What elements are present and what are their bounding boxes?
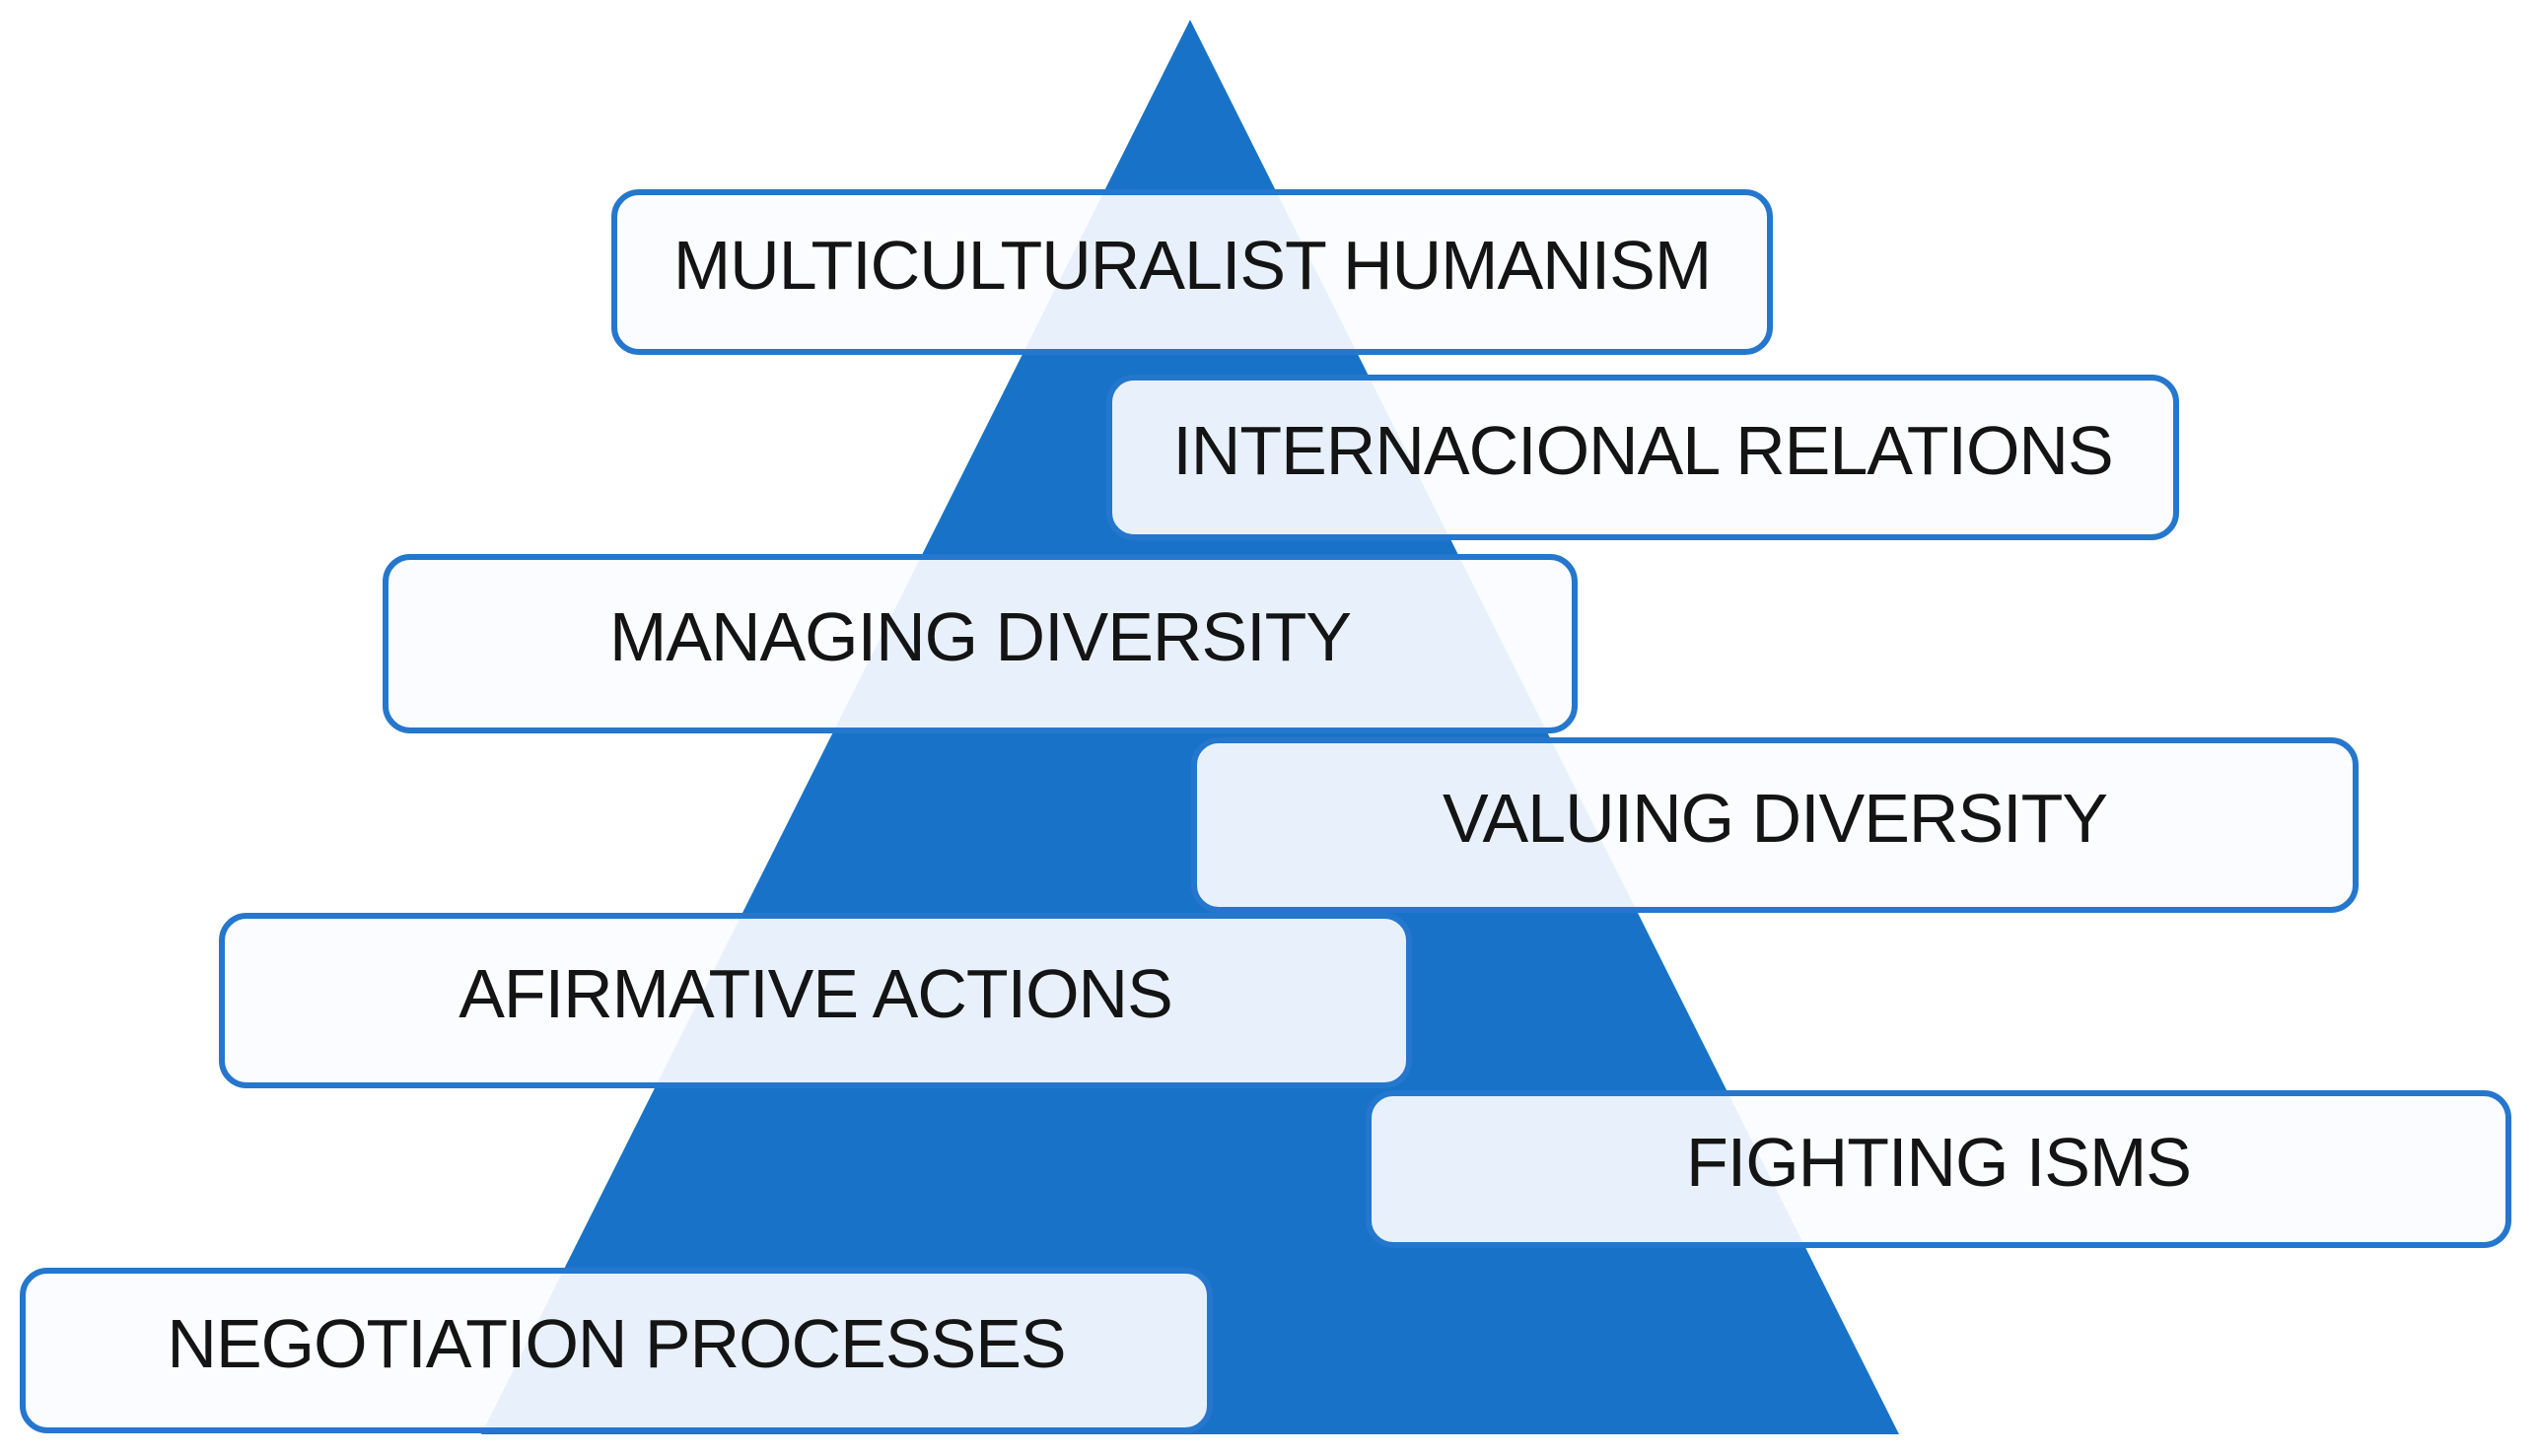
level-label-valuing-diversity: VALUING DIVERSITY [1442, 780, 2108, 857]
level-label-managing-diversity: MANAGING DIVERSITY [608, 598, 1352, 675]
level-label-internacional-relations: INTERNACIONAL RELATIONS [1172, 412, 2113, 489]
level-box-fighting-isms: FIGHTING ISMS [1366, 1090, 2511, 1248]
level-box-multiculturalist-humanism: MULTICULTURALIST HUMANISM [611, 189, 1773, 355]
level-box-afirmative-actions: AFIRMATIVE ACTIONS [219, 913, 1412, 1088]
level-box-internacional-relations: INTERNACIONAL RELATIONS [1106, 375, 2179, 540]
level-box-managing-diversity: MANAGING DIVERSITY [383, 554, 1578, 733]
level-label-afirmative-actions: AFIRMATIVE ACTIONS [458, 955, 1173, 1032]
level-label-multiculturalist-humanism: MULTICULTURALIST HUMANISM [672, 227, 1712, 304]
level-box-valuing-diversity: VALUING DIVERSITY [1191, 737, 2359, 913]
level-label-fighting-isms: FIGHTING ISMS [1686, 1124, 2192, 1201]
level-label-negotiation-processes: NEGOTIATION PROCESSES [167, 1305, 1066, 1382]
level-box-negotiation-processes: NEGOTIATION PROCESSES [20, 1268, 1213, 1433]
